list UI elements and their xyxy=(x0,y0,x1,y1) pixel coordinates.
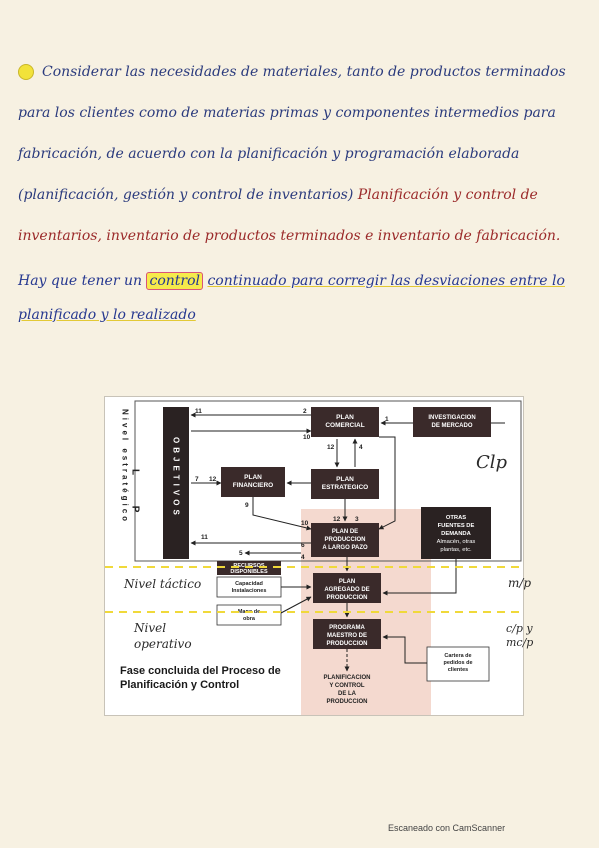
margin-note-mp: m/p xyxy=(508,576,532,590)
svg-text:3: 3 xyxy=(355,516,359,523)
note-paragraph-1-red: Planificación y control de inventarios, … xyxy=(18,187,561,244)
strategic-frame xyxy=(134,400,522,562)
cartera-box xyxy=(426,646,490,682)
plan-comercial-box xyxy=(311,407,379,437)
svg-text:10: 10 xyxy=(303,434,311,441)
otras-fuentes-box xyxy=(421,507,491,559)
margin-note-nivel-operativo: Nivel operativo xyxy=(134,621,192,651)
recursos-label: RECURSOSDISPONIBLES xyxy=(230,563,268,575)
objetivos-label: OBJETIVOS xyxy=(172,437,181,519)
svg-text:12: 12 xyxy=(327,444,335,451)
margin-note-nivel-tactico: Nivel táctico xyxy=(124,577,202,591)
mano-obra-box xyxy=(216,604,282,626)
svg-text:11: 11 xyxy=(195,408,202,415)
diagram-numbers: 11 2 1 10 12 4 7 12 9 10 12 3 11 6 5 4 xyxy=(195,408,389,561)
note-paragraph-1-main: Considerar las necesidades de materiales… xyxy=(18,64,566,203)
side-label-strategic: Nivel estratégico xyxy=(121,409,130,524)
plan-largo-plazo-box xyxy=(311,523,379,557)
note-paragraph-1: Considerar las necesidades de materiales… xyxy=(18,52,578,257)
investigacion-box xyxy=(413,407,491,437)
note-paragraph-2-after: continuado para corregir las desviacione… xyxy=(18,273,565,323)
plan-financiero-box xyxy=(221,467,285,497)
svg-text:11: 11 xyxy=(201,534,208,541)
note-paragraph-2-before: Hay que tener un xyxy=(18,273,143,289)
objetivos-box xyxy=(163,407,189,559)
plan-agregado-box xyxy=(313,573,381,603)
svg-text:4: 4 xyxy=(359,444,363,451)
yellow-bullet-icon xyxy=(18,64,34,80)
svg-text:12: 12 xyxy=(333,516,341,523)
lp-label: L P xyxy=(130,469,141,526)
plan-estrategico-box xyxy=(311,469,379,499)
svg-text:5: 5 xyxy=(239,550,243,557)
svg-text:4: 4 xyxy=(301,554,305,561)
svg-text:6: 6 xyxy=(301,542,305,549)
margin-note-clp: Clp xyxy=(476,452,508,473)
programa-maestro-box xyxy=(313,619,381,649)
svg-text:10: 10 xyxy=(301,520,309,527)
diagram-arrows xyxy=(190,412,505,672)
svg-text:12: 12 xyxy=(209,476,217,483)
svg-text:7: 7 xyxy=(195,476,199,483)
diagram-caption: Fase concluida del Proceso de Planificac… xyxy=(120,665,281,691)
highlighted-word: control xyxy=(146,272,203,290)
scanner-footer: Escaneado con CamScanner xyxy=(388,823,506,833)
svg-text:1: 1 xyxy=(385,416,389,423)
note-paragraph-2: Hay que tener un control continuado para… xyxy=(18,264,578,332)
margin-note-clp-mclp: c/p y mc/p xyxy=(506,622,534,649)
svg-text:9: 9 xyxy=(245,502,249,509)
capacidad-box xyxy=(216,576,282,598)
svg-text:2: 2 xyxy=(303,408,307,415)
